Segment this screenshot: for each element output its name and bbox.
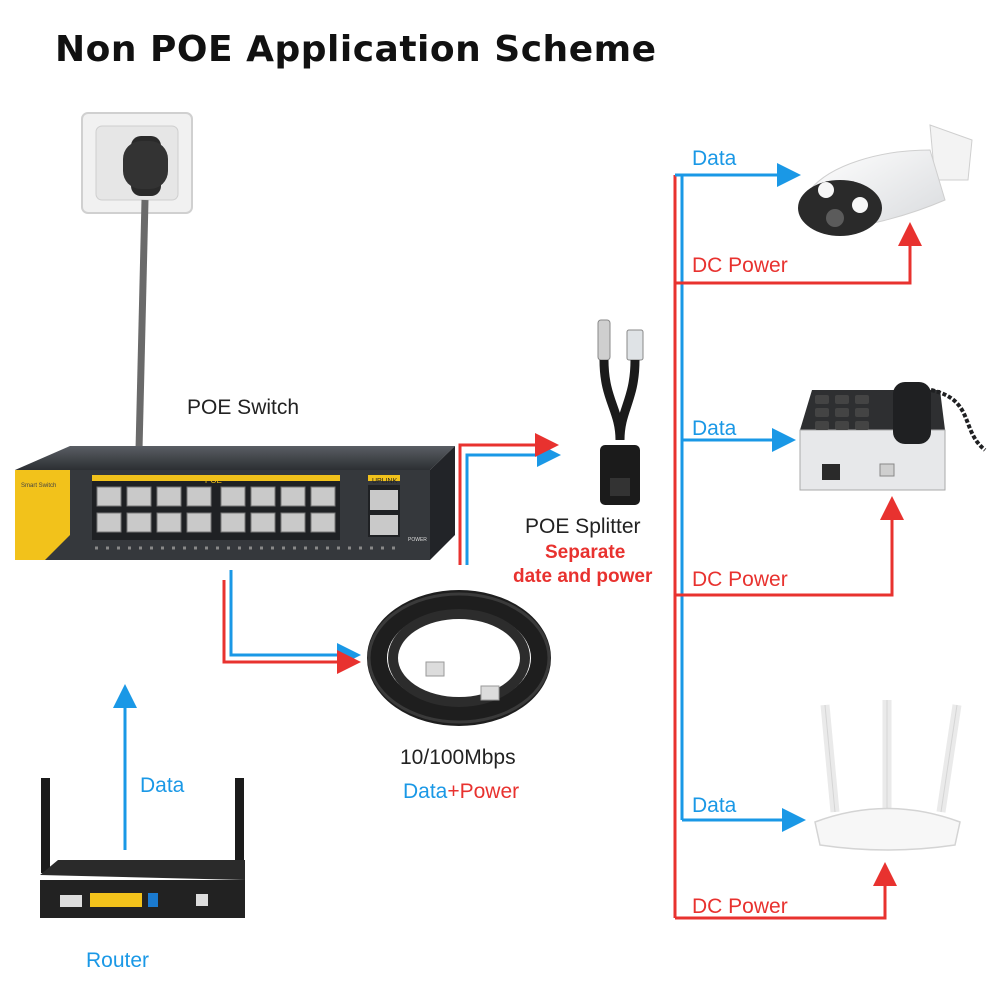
switch-port [156, 486, 182, 507]
switch-port [250, 512, 276, 533]
ip-camera-device [798, 124, 973, 236]
router-data-label: Data [140, 774, 185, 797]
poe-switch-device [15, 446, 455, 560]
switch-power-tag: POWER [408, 537, 427, 543]
switch-port [280, 486, 306, 507]
switch-port [96, 512, 122, 533]
cable-power-word: Power [459, 780, 520, 803]
wall-socket-icon [81, 112, 193, 451]
phone-data-label: Data [692, 417, 737, 440]
switch-port [220, 486, 246, 507]
switch-port [156, 512, 182, 533]
router-label: Router [86, 949, 150, 972]
ip-phone-device [799, 382, 987, 491]
poe-splitter-label: POE Splitter [525, 515, 641, 538]
switch-port [186, 486, 212, 507]
router-device [40, 778, 245, 918]
switch-poe-tag: POE [205, 476, 222, 485]
phone-power-label: DC Power [692, 568, 788, 591]
camera-data-label: Data [692, 147, 737, 170]
switch-port [96, 486, 122, 507]
switch-brand: Smart Switch [21, 483, 56, 489]
switch-port [280, 512, 306, 533]
distribution-trunk [673, 175, 684, 918]
switch-to-cable-lines [222, 570, 361, 674]
switch-port [126, 512, 152, 533]
splitter-note-line1: Separate [545, 542, 626, 563]
wireless-ap-device [814, 700, 962, 851]
poe-switch-label: POE Switch [187, 396, 300, 419]
camera-power-label: DC Power [692, 254, 788, 277]
ap-data-label: Data [692, 794, 737, 817]
page-title: Non POE Application Scheme [55, 29, 657, 70]
switch-port [220, 512, 246, 533]
phone-lines [675, 428, 904, 597]
cable-data-power-label: Data+Power [403, 781, 519, 802]
cable-speed-label: 10/100Mbps [400, 746, 516, 769]
camera-lines [675, 163, 922, 285]
poe-splitter-device [597, 319, 644, 505]
cable-plus: + [447, 780, 460, 803]
switch-port [250, 486, 276, 507]
splitter-note-line2: date and power [513, 566, 653, 587]
switch-port [186, 512, 212, 533]
ap-lines [675, 808, 897, 920]
switch-port [310, 486, 336, 507]
cable-to-splitter-lines [458, 433, 561, 565]
ap-power-label: DC Power [692, 895, 788, 918]
cable-data-word: Data [403, 780, 448, 803]
ethernet-cable-coil [367, 590, 551, 726]
switch-port [126, 486, 152, 507]
switch-uplink-tag: UPLINK [372, 478, 398, 485]
switch-port [310, 512, 336, 533]
